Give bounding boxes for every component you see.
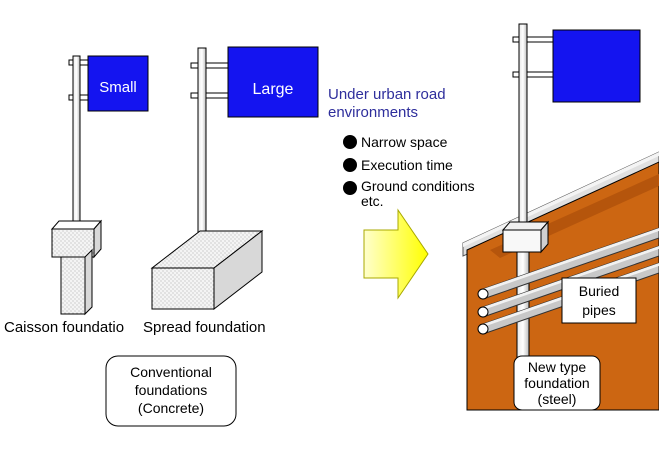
large-sign-label: Large — [253, 81, 294, 98]
small-sign-label: Small — [99, 79, 137, 96]
conventional-box-line3: (Concrete) — [138, 400, 204, 416]
transition-arrow-icon — [363, 208, 429, 300]
caisson-foundation-label: Caisson foundatio — [4, 319, 124, 336]
steel-foundation-cap — [501, 220, 550, 254]
conventional-box-line1: Conventional — [130, 364, 212, 380]
buried-pipes-line2: pipes — [582, 302, 615, 318]
caisson-cap — [50, 219, 103, 259]
condition-item-narrow-space: Narrow space — [361, 134, 448, 150]
bullet-icon — [343, 158, 357, 172]
new-type-box-line3: (steel) — [538, 391, 577, 407]
bullet-icon — [343, 135, 357, 149]
large-sign-board — [227, 46, 319, 118]
new-type-foundation-box — [513, 355, 601, 411]
spread-foundation-label: Spread foundation — [143, 319, 266, 336]
condition-etc: etc. — [361, 193, 384, 209]
conventional-foundations-box — [105, 355, 237, 427]
conditions-heading-line1: Under urban road — [328, 86, 446, 103]
spread-footing — [150, 229, 264, 311]
small-sign-board — [87, 55, 149, 112]
bullet-icon — [343, 181, 357, 195]
conditions-heading-line2: environments — [328, 104, 418, 121]
buried-pipe — [477, 227, 659, 300]
buried-pipes-box — [561, 277, 637, 324]
new-type-box-line2: foundation — [524, 375, 589, 391]
new-sign-board — [552, 29, 641, 103]
large-sign-pole — [190, 47, 230, 244]
conventional-box-line2: foundations — [135, 382, 207, 398]
condition-item-execution-time: Execution time — [361, 157, 453, 173]
new-type-box-line1: New type — [528, 359, 587, 375]
caisson-pile — [60, 248, 93, 316]
condition-item-ground-conditions: Ground conditions — [361, 178, 475, 194]
buried-pipes-line1: Buried — [579, 283, 619, 299]
